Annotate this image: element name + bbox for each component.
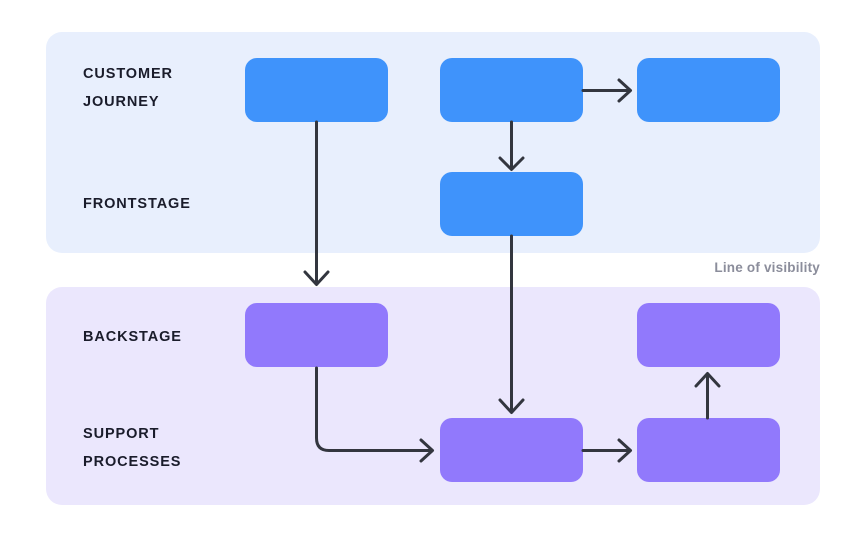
node-customer-journey-1[interactable] [245,58,388,122]
row-label-support-processes: SUPPORT PROCESSES [83,426,182,470]
node-backstage-1[interactable] [245,303,388,367]
node-frontstage-1[interactable] [440,172,583,236]
node-customer-journey-2[interactable] [440,58,583,122]
node-support-process-2[interactable] [637,418,780,482]
line-of-visibility-label: Line of visibility [714,260,820,275]
row-label-frontstage: FRONTSTAGE [83,196,191,212]
row-label-backstage: BACKSTAGE [83,329,182,345]
row-label-customer-journey: CUSTOMER JOURNEY [83,66,173,110]
node-backstage-2[interactable] [637,303,780,367]
node-support-process-1[interactable] [440,418,583,482]
node-customer-journey-3[interactable] [637,58,780,122]
